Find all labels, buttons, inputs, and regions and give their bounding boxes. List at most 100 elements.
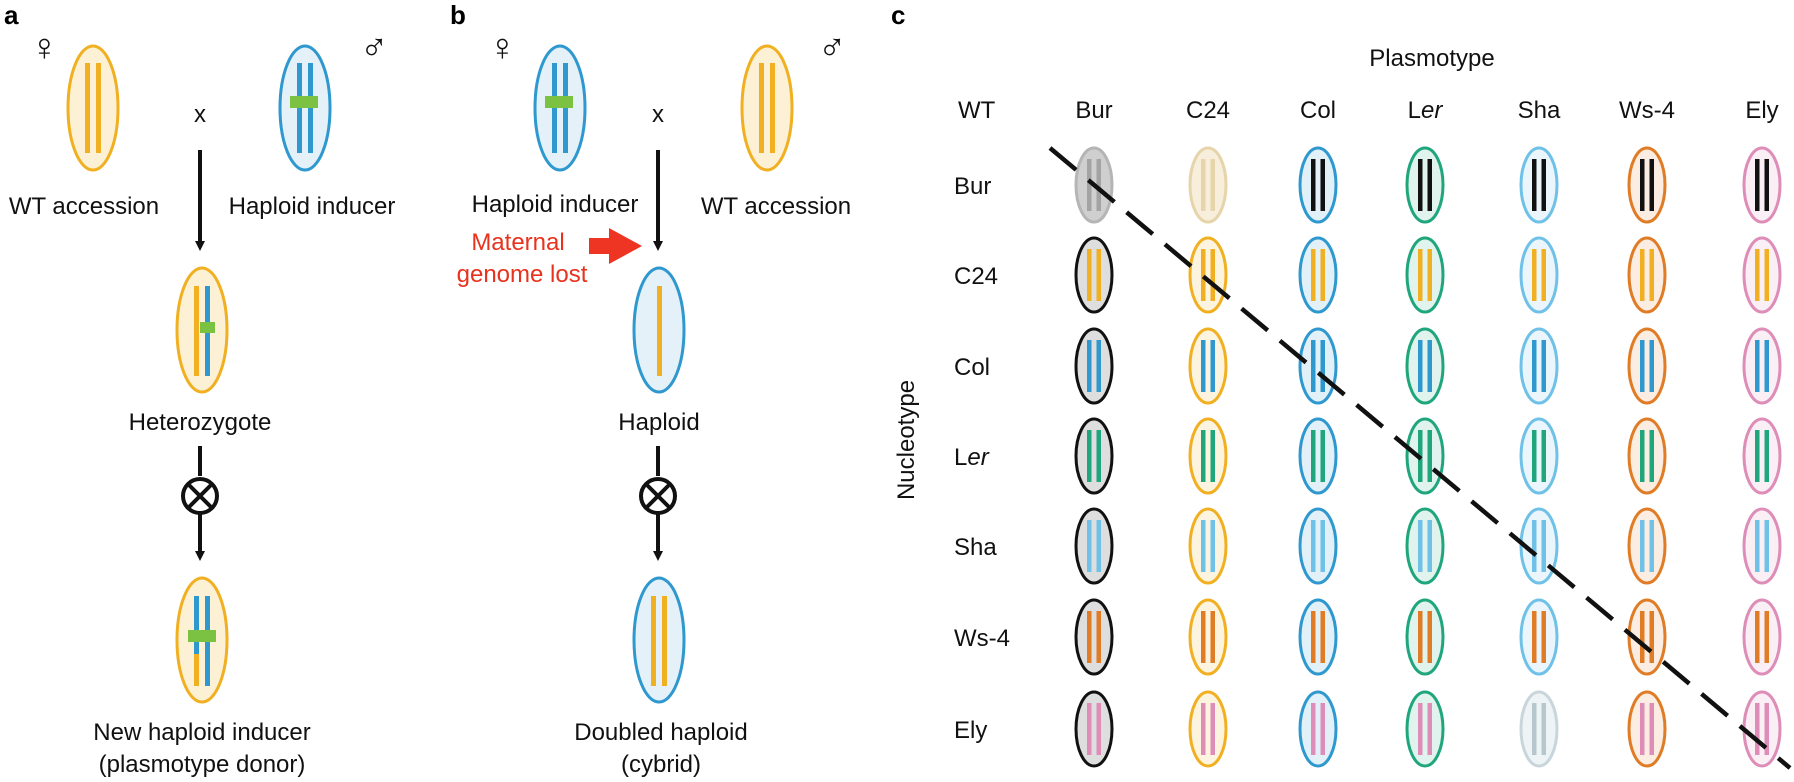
self-cross-icon	[639, 477, 677, 515]
cross-symbol: x	[652, 101, 664, 128]
maternal-label: Maternal	[471, 229, 564, 256]
cybrid-cell-bur-c24	[1188, 146, 1228, 224]
plasmotype-donor-label: (plasmotype donor)	[99, 751, 306, 778]
nucleotype-label-ler: Ler	[954, 444, 990, 471]
doubled-haploid-label: Doubled haploid	[574, 719, 747, 746]
cybrid-cell-col-sha	[1519, 327, 1559, 405]
haploid-cell	[632, 266, 686, 394]
cybrid-label: (cybrid)	[621, 751, 701, 778]
cybrid-cell-ler-ler	[1405, 417, 1445, 495]
cybrid-cell-c24-ler	[1405, 236, 1445, 314]
haploid-inducer-cell	[278, 44, 332, 172]
cybrid-cell-ler-bur	[1074, 417, 1114, 495]
nucleotype-label-col: Col	[954, 354, 990, 381]
plasmotype-label-ler: Ler	[1408, 97, 1444, 124]
cybrid-cell-ws-4-sha	[1519, 598, 1559, 676]
cybrid-cell-c24-bur	[1074, 236, 1114, 314]
cybrid-cell-ler-ws-4	[1627, 417, 1667, 495]
haploid-label: Haploid	[618, 409, 699, 436]
cybrid-cell-sha-sha	[1519, 507, 1559, 585]
nucleotype-label-sha: Sha	[954, 534, 997, 561]
cybrid-cell-sha-c24	[1188, 507, 1228, 585]
cybrid-cell-c24-c24	[1188, 236, 1228, 314]
cybrid-cell-ely-sha	[1519, 690, 1559, 768]
plasmotype-label-sha: Sha	[1518, 97, 1561, 124]
plasmotype-title: Plasmotype	[1369, 45, 1494, 72]
panel-b-letter: b	[450, 0, 466, 30]
doubled-haploid-cell	[632, 576, 686, 704]
cybrid-cell-sha-ler	[1405, 507, 1445, 585]
nucleotype-label-c24: C24	[954, 263, 998, 290]
female-symbol: ♀	[488, 27, 517, 69]
haploid-inducer-label: Haploid inducer	[472, 191, 639, 218]
genome-loss-arrow	[589, 228, 642, 264]
cybrid-cell-ws-4-ely	[1742, 598, 1782, 676]
plasmotype-label-ws-4: Ws-4	[1619, 97, 1675, 124]
cybrid-cell-sha-col	[1298, 507, 1338, 585]
cybrid-cell-ws-4-bur	[1074, 598, 1114, 676]
cybrid-cell-ler-col	[1298, 417, 1338, 495]
plasmotype-column-labels: Bur C24 Col Ler Sha Ws-4 Ely	[1075, 97, 1778, 124]
nucleotype-label-ws-4: Ws-4	[954, 625, 1010, 652]
wt-accession-label: WT accession	[9, 193, 159, 220]
nucleotype-title: Nucleotype	[893, 380, 920, 500]
plasmotype-label-ely: Ely	[1745, 97, 1778, 124]
nucleotype-label-ely: Ely	[954, 717, 987, 744]
male-symbol: ♂	[360, 27, 389, 69]
cybrid-cell-ws-4-c24	[1188, 598, 1228, 676]
plasmotype-label-c24: C24	[1186, 97, 1230, 124]
cybrid-cell-ely-ely	[1742, 690, 1782, 768]
cybrid-cell-sha-bur	[1074, 507, 1114, 585]
plasmotype-label-bur: Bur	[1075, 97, 1112, 124]
cybrid-cell-ely-c24	[1188, 690, 1228, 768]
cybrid-cell-sha-ely	[1742, 507, 1782, 585]
cybrid-cell-bur-ely	[1742, 146, 1782, 224]
self-cross-icon	[181, 477, 219, 515]
cybrid-cell-c24-sha	[1519, 236, 1559, 314]
cybrid-cell-c24-ely	[1742, 236, 1782, 314]
cybrid-grid	[1074, 146, 1782, 768]
plasmotype-label-col: Col	[1300, 97, 1336, 124]
panel-a: a ♀ ♂ x WT accession Haploid inducer Het…	[4, 0, 395, 778]
cybrid-cell-bur-ler	[1405, 146, 1445, 224]
cybrid-cell-c24-ws-4	[1627, 236, 1667, 314]
cybrid-cell-bur-ws-4	[1627, 146, 1667, 224]
new-haploid-inducer-label: New haploid inducer	[93, 719, 310, 746]
cybrid-cell-sha-ws-4	[1627, 507, 1667, 585]
wt-accession-cell	[66, 44, 120, 172]
cybrid-cell-ely-col	[1298, 690, 1338, 768]
new-haploid-inducer-cell	[175, 576, 229, 704]
haploid-inducer-cell	[533, 44, 587, 172]
wt-corner-label: WT	[958, 97, 996, 124]
panel-b: b ♀ ♂ x Haploid inducer WT accession Mat…	[450, 0, 851, 778]
heterozygote-cell	[175, 266, 229, 394]
cybrid-cell-col-c24	[1188, 327, 1228, 405]
heterozygote-label: Heterozygote	[129, 409, 272, 436]
cybrid-cell-ely-ws-4	[1627, 690, 1667, 768]
cybrid-cell-ely-bur	[1074, 690, 1114, 768]
female-symbol: ♀	[30, 27, 59, 69]
cybrid-cell-ler-c24	[1188, 417, 1228, 495]
cybrid-cell-bur-sha	[1519, 146, 1559, 224]
cybrid-cell-ws-4-ws-4	[1627, 598, 1667, 676]
genome-lost-label: genome lost	[457, 261, 588, 288]
cybrid-cell-c24-col	[1298, 236, 1338, 314]
cybrid-cell-ws-4-ler	[1405, 598, 1445, 676]
panel-c-letter: c	[891, 0, 905, 30]
cybrid-cell-bur-col	[1298, 146, 1338, 224]
panel-a-letter: a	[4, 0, 19, 30]
cybrid-cell-col-ler	[1405, 327, 1445, 405]
haploid-inducer-label: Haploid inducer	[229, 193, 396, 220]
cybrid-cell-col-bur	[1074, 327, 1114, 405]
wt-accession-cell	[740, 44, 794, 172]
cybrid-cell-ler-sha	[1519, 417, 1559, 495]
cybrid-cell-col-ws-4	[1627, 327, 1667, 405]
cybrid-cell-ely-ler	[1405, 690, 1445, 768]
cybrid-cell-ws-4-col	[1298, 598, 1338, 676]
wt-diagonal-line	[1048, 146, 1792, 770]
cybrid-cell-ler-ely	[1742, 417, 1782, 495]
wt-accession-label: WT accession	[701, 193, 851, 220]
